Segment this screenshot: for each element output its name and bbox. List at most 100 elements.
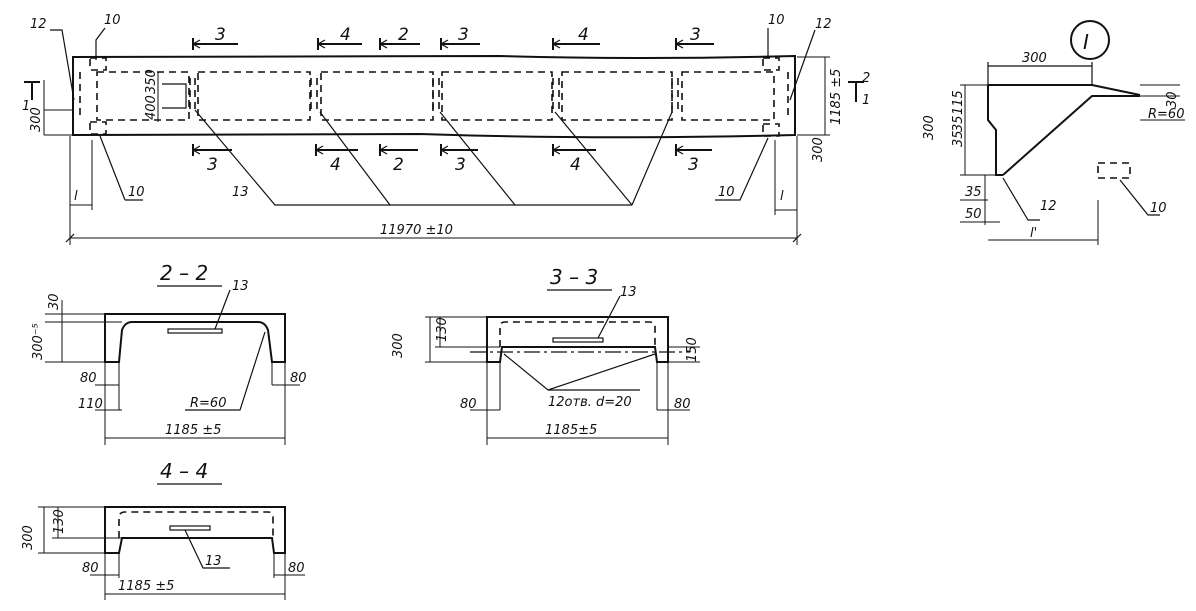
dim-overall-line	[69, 136, 798, 245]
dim-notch-350: 350	[144, 69, 159, 94]
sec33-title: 3 – 3	[550, 265, 598, 289]
corner-box-tl	[89, 57, 107, 71]
dim-l-lines	[70, 140, 797, 215]
section-3-3: 3 – 3 13 300 130 150 12отв. d=20 80 80 1…	[391, 265, 700, 445]
mark-top-1: 3	[215, 25, 226, 45]
callout-10-br: 10	[718, 185, 735, 200]
section-1-right	[848, 81, 864, 102]
detail-radius: R=60	[1148, 107, 1184, 122]
detail-title: I	[1083, 30, 1089, 54]
detail-dim-50: 50	[965, 207, 982, 222]
sec33-insert	[552, 337, 604, 343]
dim-overall: 11970 ±10	[380, 223, 453, 238]
sec33-dim-130: 130	[435, 317, 450, 342]
detail-circle	[1070, 20, 1110, 60]
detail-box-10	[1097, 162, 1131, 179]
dim-l-right: l	[780, 189, 784, 204]
detail-dim-top	[987, 62, 1093, 85]
mark-top-2: 4	[340, 25, 351, 45]
section-marks-top	[191, 38, 714, 50]
sec33-label-13: 13	[620, 285, 637, 300]
end-strips	[79, 72, 789, 120]
detail-leader-12	[1002, 177, 1040, 221]
sec44-title: 4 – 4	[160, 459, 208, 483]
dim-left-lines	[43, 80, 73, 136]
mark-bot-2: 4	[330, 155, 341, 175]
sec22-dim-30: 30	[47, 293, 62, 310]
sec33-dim-300: 300	[391, 333, 406, 358]
mark-bot-1: 3	[207, 155, 218, 175]
callout-13: 13	[232, 185, 249, 200]
leader-10-bl	[99, 135, 143, 201]
mark-top-3: 2	[398, 25, 409, 45]
mark-1-right: 1	[862, 93, 870, 108]
inserts	[162, 78, 679, 114]
callout-10-bl: 10	[128, 185, 145, 200]
detail-dim-35c: 35	[965, 185, 982, 200]
plan-view: 13 3 4 2 3 4 3 3 4 2 3 4 3	[22, 13, 870, 245]
sec44-dim-80-left: 80	[82, 561, 99, 576]
sec33-holes: 12отв. d=20	[548, 395, 632, 410]
detail-dim-300: 300	[1022, 51, 1047, 66]
dim-l-left: l	[74, 189, 78, 204]
sec44-label-13: 13	[205, 554, 222, 569]
mark-top-4: 3	[458, 25, 469, 45]
mark-top-5: 4	[578, 25, 589, 45]
sec22-radius: R=60	[190, 396, 226, 411]
sec33-width: 1185±5	[545, 423, 597, 438]
leader-12-right	[789, 29, 816, 101]
dim-right-lines	[797, 56, 830, 136]
section-1-left	[24, 81, 40, 100]
callout-10-tl: 10	[104, 13, 121, 28]
sec33-dim-150: 150	[685, 337, 700, 362]
sec22-dim-110: 110	[78, 397, 103, 412]
panel-6	[681, 71, 775, 121]
dim-notch-400: 400	[144, 95, 159, 120]
detail-dim-height: 300	[922, 115, 937, 140]
corner-box-bl	[89, 121, 107, 135]
section-4-4: 4 – 4 13 300 130 80 80 1185 ±5	[21, 459, 305, 600]
detail-dim-30: 30	[1165, 91, 1180, 108]
leader-10-br	[715, 137, 769, 201]
mark-top-6: 3	[690, 25, 701, 45]
sec22-profile	[104, 313, 286, 363]
dim-left-300: 300	[29, 107, 44, 132]
leader-10-tl	[95, 27, 106, 60]
sec44-dim-80-right: 80	[288, 561, 305, 576]
mark-bot-5: 4	[570, 155, 581, 175]
detail-outline	[987, 84, 1141, 176]
callout-12-right: 12	[815, 17, 832, 32]
detail-label-12: 12	[1040, 199, 1057, 214]
sec33-dim-80-right: 80	[674, 397, 691, 412]
dim-right-300: 300	[811, 137, 826, 162]
corner-box-br	[762, 123, 780, 137]
detail-l: l'	[1030, 226, 1037, 241]
mark-1-left: 1	[22, 99, 30, 114]
panel-5	[561, 71, 673, 121]
panel-3	[320, 71, 434, 121]
sec44-insert	[169, 525, 211, 531]
section-marks-bottom	[191, 144, 712, 156]
detail-leader-10	[1119, 179, 1160, 216]
sec33-profile	[486, 316, 669, 363]
sec22-dim-300: 300⁻⁵	[31, 323, 46, 360]
dim-right-1185: 1185 ±5	[829, 69, 844, 125]
callout-10-tr: 10	[768, 13, 785, 28]
detail-dim-35a: 35	[951, 115, 966, 132]
detail-dim-35b: 35	[951, 130, 966, 147]
detail-label-10: 10	[1150, 201, 1167, 216]
callout-12-left: 12	[30, 17, 47, 32]
leader-12-left	[50, 29, 75, 101]
panel-2	[197, 71, 311, 121]
sec22-dim-80-left: 80	[80, 371, 97, 386]
sec22-width: 1185 ±5	[165, 423, 221, 438]
mark-bot-6: 3	[688, 155, 699, 175]
panel-4	[441, 71, 553, 121]
sec44-width: 1185 ±5	[118, 579, 174, 594]
mark-bot-3: 2	[393, 155, 404, 175]
sec44-dim-130: 130	[52, 509, 67, 534]
plan-outline	[72, 54, 796, 139]
mark-bot-4: 3	[455, 155, 466, 175]
sec44-profile	[104, 506, 286, 554]
